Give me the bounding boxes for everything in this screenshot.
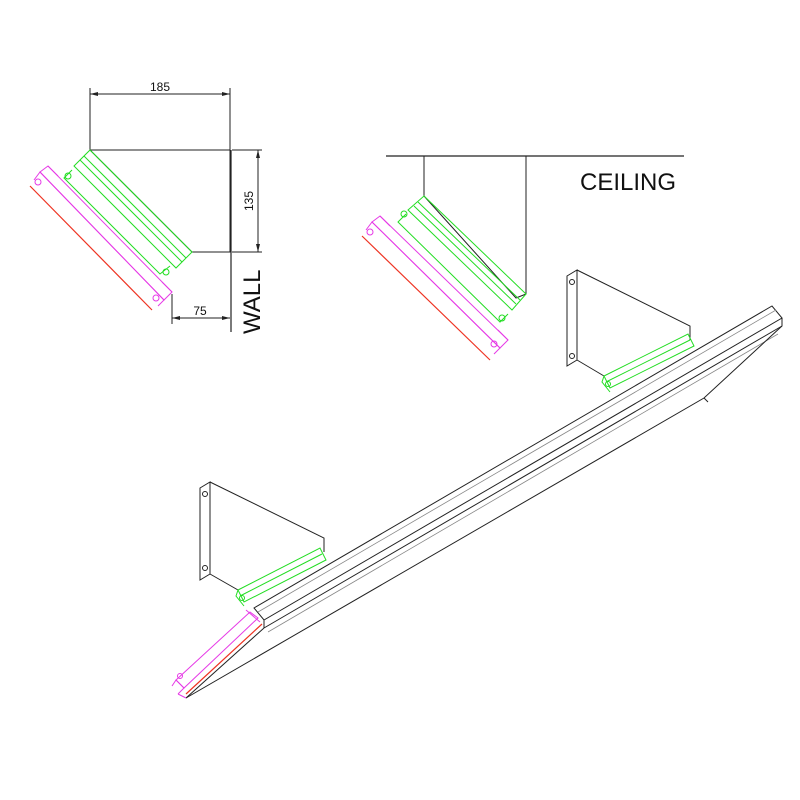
isometric-assembly-view [171,269,783,699]
wall-panel-edge [29,185,153,311]
ceiling-label: CEILING [580,169,676,196]
ceiling-bracket-clamp [397,195,527,323]
wall-bracket-outline [90,149,231,253]
iso-panel-edge [185,623,263,695]
dimension-offset-label: 75 [193,304,207,318]
iso-bracket-right [566,269,695,393]
wall-bracket-clamp [63,149,193,276]
ceiling-mount-view: CEILING [361,155,684,361]
dimension-offset: 75 [171,294,230,324]
dimension-height: 135 [232,149,262,253]
dimension-width: 185 [89,80,231,150]
ceiling-panel-edge [361,235,491,361]
ceiling-panel [361,215,509,361]
iso-bracket-left [199,481,327,607]
ceiling-bracket-outline [423,156,527,299]
wall-panel [29,165,173,311]
iso-long-panel [185,305,783,699]
wall-mount-view: 185 135 [29,80,266,334]
dimension-width-label: 185 [150,80,170,94]
dimension-height-label: 135 [242,191,256,211]
iso-panel-end [171,609,263,699]
wall-label: WALL [239,270,266,334]
